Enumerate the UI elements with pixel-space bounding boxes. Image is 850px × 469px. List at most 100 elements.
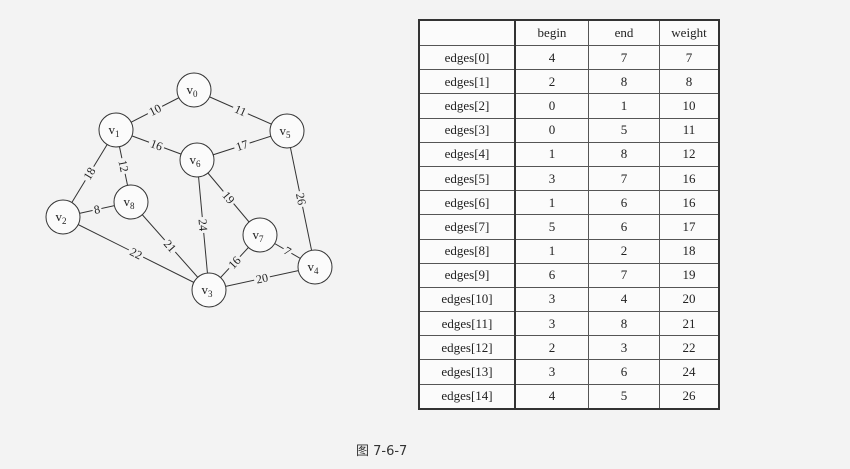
node-label-sub: 7 (259, 234, 264, 244)
cell-begin: 0 (514, 93, 589, 119)
edge-weight-background (145, 101, 165, 119)
node-label-sub: 0 (193, 89, 198, 99)
row-label: edges[11] (418, 311, 516, 337)
node-circle (242, 217, 278, 253)
edge-weight-background (160, 236, 180, 256)
node-label-sub: 8 (130, 201, 135, 211)
node-circle (191, 272, 227, 308)
edge-weight-background (146, 136, 167, 154)
row-label: edges[14] (418, 383, 516, 410)
edge-weight-label: 21 (161, 237, 179, 255)
cell-weight: 19 (659, 262, 720, 288)
header-begin: begin (514, 19, 589, 46)
row-label: edges[4] (418, 141, 516, 167)
edge-weight-label: 16 (148, 136, 164, 153)
edge-weight-background (126, 244, 146, 263)
node-circle (98, 112, 134, 148)
node-label-base: v (187, 82, 194, 97)
cell-weight: 24 (659, 359, 720, 385)
node-label-base: v (124, 194, 131, 209)
node-label-sub: 1 (115, 129, 120, 139)
edge-weight-label: 26 (293, 192, 309, 207)
cell-begin: 5 (514, 214, 589, 240)
cell-weight: 20 (659, 286, 720, 313)
cell-weight: 16 (659, 165, 720, 192)
cell-weight: 16 (659, 190, 720, 216)
edge-weight-background (115, 156, 132, 176)
cell-begin: 2 (514, 69, 589, 95)
edge-weight-label: 17 (234, 137, 250, 154)
node-label-sub: 3 (208, 289, 213, 299)
node-label-base: v (56, 209, 63, 224)
cell-begin: 1 (514, 190, 589, 216)
cell-end: 7 (588, 262, 660, 288)
edge-weight-background (280, 243, 295, 259)
cell-end: 5 (588, 117, 660, 143)
cell-begin: 3 (514, 311, 589, 337)
cell-end: 6 (588, 214, 660, 240)
node-label: v2 (56, 209, 67, 226)
row-label: edges[3] (418, 117, 516, 143)
node-v6: v6 (179, 142, 215, 178)
cell-weight: 21 (659, 311, 720, 337)
header-corner (418, 19, 516, 46)
cell-begin: 2 (514, 335, 589, 361)
row-label: edges[1] (418, 69, 516, 95)
row-label: edges[10] (418, 286, 516, 313)
node-circle (176, 72, 212, 108)
edge-weight-background (293, 189, 309, 209)
cell-weight: 26 (659, 383, 720, 410)
edge-weight-label: 18 (80, 165, 98, 183)
cell-weight: 8 (659, 69, 720, 95)
node-label: v5 (280, 123, 292, 140)
cell-end: 8 (588, 141, 660, 167)
cell-begin: 6 (514, 262, 589, 288)
cell-weight: 11 (659, 117, 720, 143)
row-label: edges[6] (418, 190, 516, 216)
row-label: edges[0] (418, 44, 516, 71)
cell-end: 2 (588, 238, 660, 264)
node-label-base: v (308, 259, 315, 274)
cell-weight: 17 (659, 214, 720, 240)
cell-begin: 3 (514, 165, 589, 192)
header-end: end (588, 19, 660, 46)
cell-begin: 3 (514, 359, 589, 385)
cell-end: 7 (588, 165, 660, 192)
cell-begin: 3 (514, 286, 589, 313)
node-label-base: v (280, 123, 287, 138)
node-v1: v1 (98, 112, 134, 148)
node-label: v8 (124, 194, 136, 211)
node-circle (269, 113, 305, 149)
header-weight: weight (659, 19, 720, 46)
table-header-row: begin end weight (418, 19, 720, 46)
node-label-base: v (190, 152, 197, 167)
node-v0: v0 (176, 72, 212, 108)
cell-end: 3 (588, 335, 660, 361)
cell-end: 6 (588, 359, 660, 385)
edge-weight-background (230, 101, 251, 120)
edge-weight-label: 8 (93, 202, 102, 217)
node-label: v4 (308, 259, 320, 276)
node-v3: v3 (191, 272, 227, 308)
cell-end: 1 (588, 93, 660, 119)
cell-weight: 18 (659, 238, 720, 264)
cell-end: 4 (588, 286, 660, 313)
cell-weight: 12 (659, 141, 720, 167)
node-v7: v7 (242, 217, 278, 253)
cell-end: 6 (588, 190, 660, 216)
node-v4: v4 (297, 249, 333, 285)
